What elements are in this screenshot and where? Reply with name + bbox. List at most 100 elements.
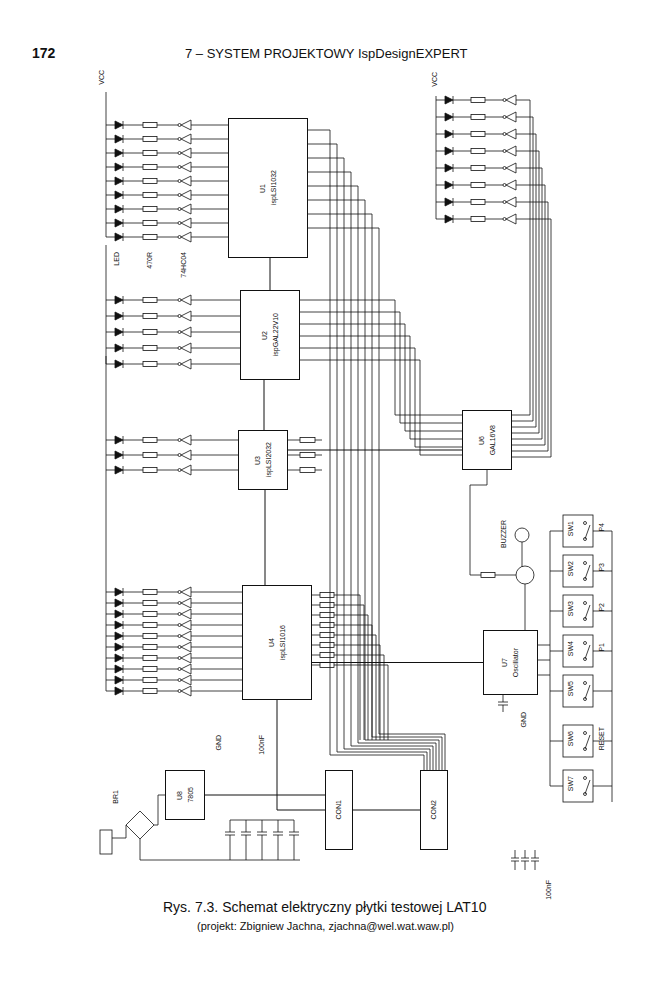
led-symbol bbox=[115, 676, 123, 684]
wire bbox=[191, 625, 242, 626]
wire bbox=[157, 691, 178, 692]
wire bbox=[485, 100, 503, 101]
pin-label: P2 bbox=[598, 603, 606, 612]
resistor-symbol bbox=[320, 643, 334, 648]
switch-blade bbox=[585, 525, 590, 539]
wire bbox=[312, 655, 320, 656]
capacitor-symbol bbox=[246, 835, 247, 860]
led-symbol bbox=[115, 296, 123, 304]
wire bbox=[157, 658, 178, 659]
wire bbox=[593, 691, 612, 692]
inverter-symbol bbox=[506, 112, 516, 122]
inverter-symbol bbox=[506, 214, 516, 224]
wire bbox=[512, 415, 530, 416]
wire bbox=[158, 795, 165, 796]
chip-text-group: U1ispLSI1032 bbox=[259, 170, 277, 205]
resistor-symbol bbox=[143, 634, 157, 639]
jtag-wire bbox=[312, 662, 483, 663]
capacitor-symbol bbox=[278, 835, 279, 860]
wire bbox=[400, 423, 462, 424]
led-symbol bbox=[115, 588, 123, 596]
wire bbox=[191, 195, 228, 196]
wire bbox=[300, 312, 400, 313]
wire bbox=[512, 445, 545, 446]
wire bbox=[106, 125, 115, 126]
wire bbox=[157, 316, 178, 317]
resistor-symbol bbox=[143, 438, 157, 443]
wire bbox=[388, 665, 389, 740]
wire bbox=[445, 734, 446, 770]
wire bbox=[379, 228, 380, 734]
wire bbox=[123, 364, 143, 365]
led-symbol bbox=[115, 121, 123, 129]
wire bbox=[157, 680, 178, 681]
part-ref: U7 bbox=[501, 658, 509, 667]
chip-box: U3ispLSI2032 bbox=[238, 430, 288, 490]
jtag-wire bbox=[270, 258, 271, 290]
resistor-symbol bbox=[143, 221, 157, 226]
wire bbox=[123, 691, 143, 692]
wire bbox=[538, 660, 550, 661]
jtag-wire bbox=[277, 700, 325, 810]
wire bbox=[158, 795, 159, 825]
resistor-symbol bbox=[320, 613, 334, 618]
wire bbox=[436, 202, 445, 203]
led-symbol bbox=[115, 135, 123, 143]
inverter-symbol bbox=[181, 675, 191, 685]
led-symbol bbox=[445, 215, 453, 223]
chip-text-group: U2ispGAL22V10 bbox=[261, 313, 279, 356]
capacitor-symbol bbox=[294, 820, 295, 832]
part-ref: U2 bbox=[261, 331, 269, 340]
wire bbox=[106, 625, 115, 626]
wire bbox=[157, 592, 178, 593]
wire bbox=[358, 743, 436, 744]
wire bbox=[512, 421, 533, 422]
resistor-symbol bbox=[143, 689, 157, 694]
resistor-symbol bbox=[143, 601, 157, 606]
capacitor-symbol bbox=[525, 850, 526, 858]
capacitor-symbol bbox=[498, 702, 508, 703]
wire bbox=[395, 300, 396, 415]
pin-label: SW1 bbox=[567, 521, 575, 536]
led-symbol bbox=[115, 219, 123, 227]
switch-box bbox=[563, 770, 593, 802]
inverter-symbol bbox=[181, 343, 191, 353]
capacitor-symbol bbox=[278, 820, 279, 832]
resistor-symbol bbox=[471, 98, 485, 103]
wire bbox=[106, 669, 115, 670]
inverter-symbol bbox=[181, 232, 191, 242]
inverter-symbol bbox=[181, 218, 191, 228]
resistor-symbol bbox=[143, 314, 157, 319]
wire bbox=[485, 185, 503, 186]
wire bbox=[191, 167, 228, 168]
wire bbox=[112, 838, 126, 839]
wire bbox=[334, 665, 388, 666]
switch-contact bbox=[584, 562, 587, 565]
switch-blade bbox=[585, 645, 590, 659]
capacitor-symbol bbox=[294, 835, 295, 860]
vcc-rail bbox=[106, 356, 107, 432]
wire bbox=[315, 455, 322, 456]
wire bbox=[191, 300, 240, 301]
pin-label: SW5 bbox=[567, 681, 575, 696]
capacitor-symbol bbox=[230, 835, 231, 860]
running-header: 7 – SYSTEM PROJEKTOWY IspDesignEXPERT bbox=[185, 47, 467, 61]
part-ref: CON2 bbox=[430, 800, 438, 819]
resistor-symbol bbox=[300, 438, 315, 443]
led-symbol bbox=[115, 632, 123, 640]
resistor-symbol bbox=[471, 166, 485, 171]
wire bbox=[191, 592, 242, 593]
wire bbox=[157, 167, 178, 168]
wire bbox=[106, 592, 115, 593]
wire bbox=[410, 336, 411, 439]
wire bbox=[157, 223, 178, 224]
wire bbox=[436, 219, 445, 220]
wire bbox=[157, 440, 178, 441]
pin-label: SW3 bbox=[567, 601, 575, 616]
capacitor-symbol bbox=[503, 705, 504, 712]
page-text: (projekt: Zbigniew Jachna, zjachna@wel.w… bbox=[197, 920, 454, 932]
led-symbol bbox=[445, 113, 453, 121]
wire bbox=[106, 300, 115, 301]
wire bbox=[123, 223, 143, 224]
led-symbol bbox=[445, 96, 453, 104]
